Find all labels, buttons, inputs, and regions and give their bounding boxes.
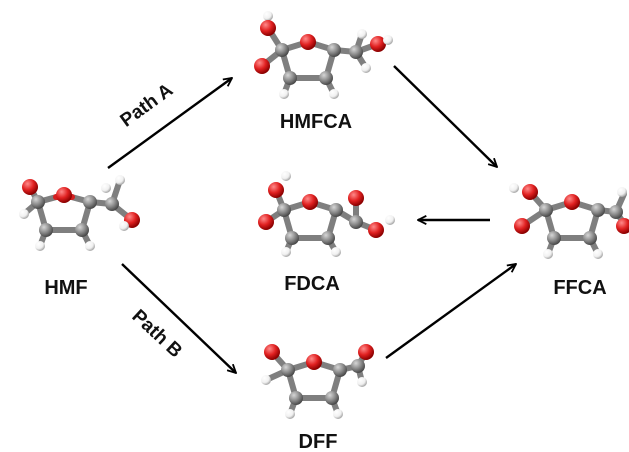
arrow-hmfca-to-ffca <box>393 65 497 167</box>
ffca-molecule <box>509 183 629 259</box>
arrow-dff-to-ffca <box>385 264 516 359</box>
arrow-hmf-to-dff <box>121 263 236 373</box>
hmf-label: HMF <box>44 277 87 299</box>
ffca-label: FFCA <box>553 277 606 299</box>
path-b-label: Path B <box>128 306 186 362</box>
fdca-label: FDCA <box>284 273 340 295</box>
fdca-molecule <box>258 171 395 257</box>
hmfca-molecule <box>254 11 393 99</box>
hmfca-label: HMFCA <box>280 111 352 133</box>
hmf-molecule <box>19 175 140 251</box>
arrow-hmf-to-hmfca <box>107 78 232 169</box>
dff-label: DFF <box>299 431 338 452</box>
dff-molecule <box>261 344 374 419</box>
